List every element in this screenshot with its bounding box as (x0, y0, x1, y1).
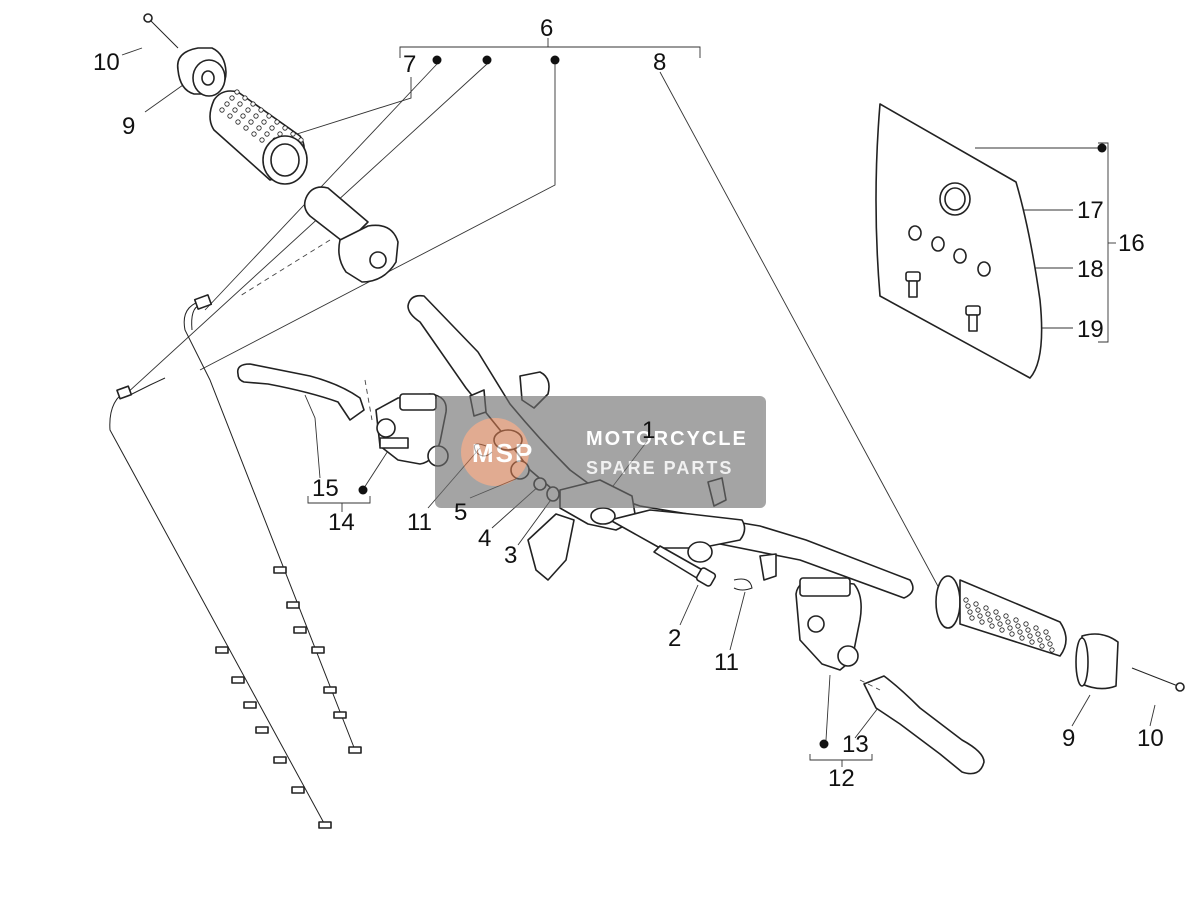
left-grip (209, 89, 308, 185)
right-brake-assembly (795, 577, 985, 775)
callout-4: 4 (478, 525, 491, 552)
callout-17: 17 (1077, 197, 1104, 224)
callout-11-left: 11 (407, 509, 432, 536)
left-brake-assembly (236, 363, 449, 495)
callout-19: 19 (1077, 316, 1104, 343)
callout-1: 1 (642, 417, 655, 444)
right-bar-end-weight (1075, 633, 1185, 692)
watermark-box (435, 396, 766, 508)
callout-10-right: 10 (1137, 725, 1164, 752)
callout-8: 8 (653, 49, 666, 76)
kit-16-sheet (875, 103, 1043, 379)
throttle-cables (109, 294, 362, 829)
callout-3: 3 (504, 542, 517, 569)
bolt (653, 545, 717, 587)
watermark: MSP MOTORCYCLE SPARE PARTS (435, 396, 766, 508)
callout-16: 16 (1118, 230, 1145, 257)
kit-6-bracket (399, 38, 701, 65)
callout-7: 7 (403, 51, 416, 78)
callout-14: 14 (328, 509, 355, 536)
watermark-line2: SPARE PARTS (586, 458, 733, 478)
callout-5: 5 (454, 499, 467, 526)
callout-15: 15 (312, 475, 339, 502)
callout-11-right: 11 (714, 649, 739, 676)
callout-9-right: 9 (1062, 725, 1075, 752)
callout-10-left: 10 (93, 49, 120, 76)
callout-18: 18 (1077, 256, 1104, 283)
callout-12: 12 (828, 765, 855, 792)
watermark-line1: MOTORCYCLE (586, 428, 748, 450)
callout-13: 13 (842, 731, 869, 758)
callout-9-left: 9 (122, 113, 135, 140)
right-grip (935, 575, 1067, 657)
callout-2: 2 (668, 625, 681, 652)
watermark-logo: MSP (472, 438, 534, 468)
callout-labels: 1 2 3 4 5 6 7 8 9 9 10 10 11 11 12 13 14… (93, 15, 1164, 792)
left-bar-end-weight (143, 13, 227, 97)
throttle-housing (239, 186, 399, 297)
callout-6: 6 (540, 15, 553, 42)
watermark-logo-icon (461, 418, 529, 486)
